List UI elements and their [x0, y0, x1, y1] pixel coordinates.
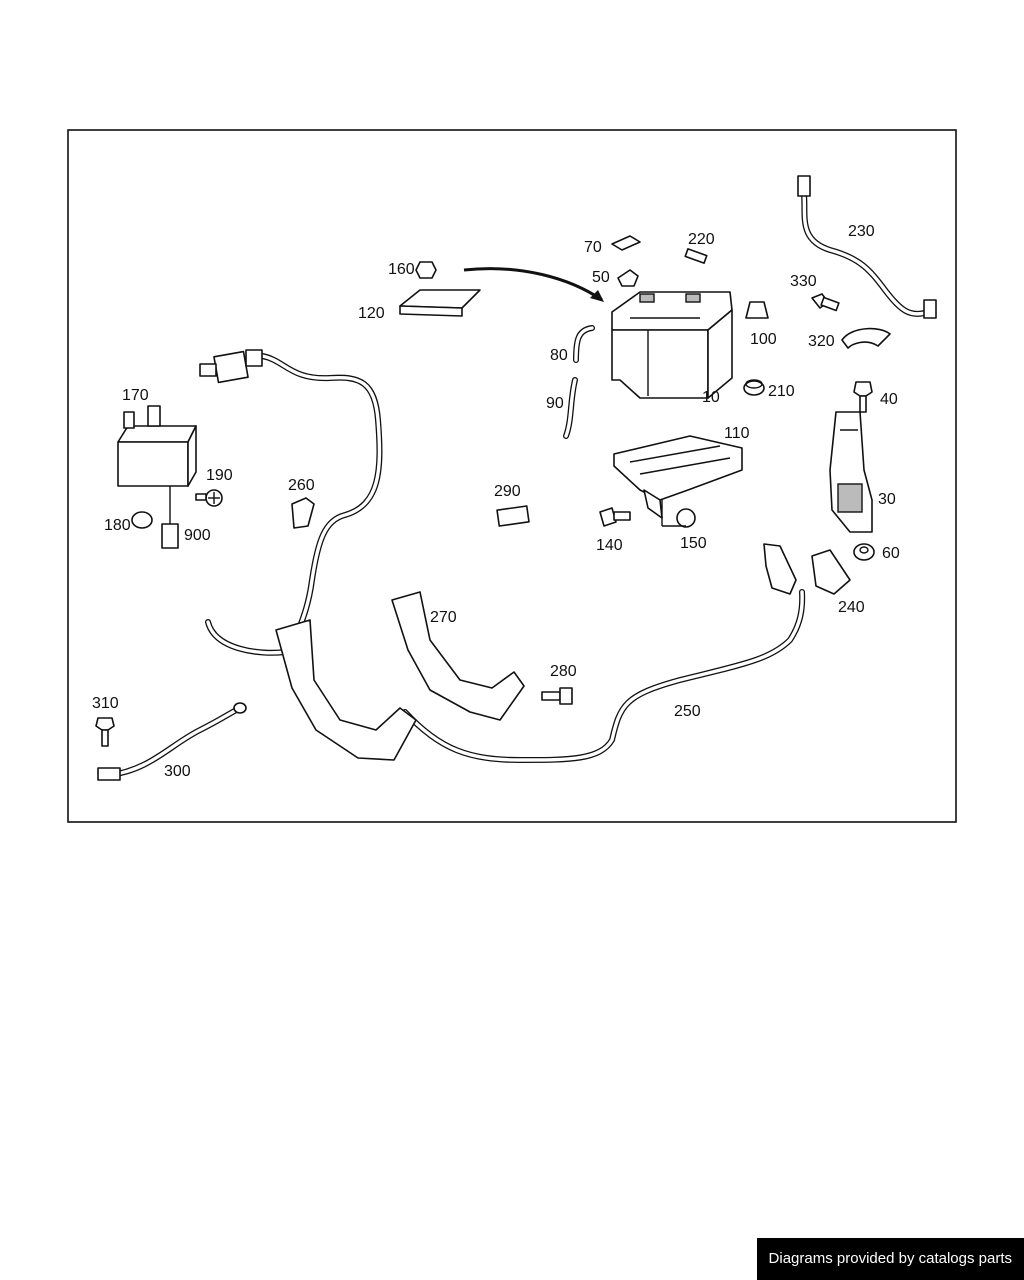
cable-harness — [107, 192, 931, 778]
clamp-320 — [841, 327, 891, 349]
bolt-280 — [541, 687, 573, 705]
nut-180 — [131, 511, 153, 529]
label-210: 210 — [768, 383, 795, 400]
bolt-330 — [811, 293, 840, 312]
label-330: 330 — [790, 273, 817, 290]
bolt-40 — [853, 381, 873, 413]
connector-900 — [161, 523, 179, 549]
label-270: 270 — [430, 609, 457, 626]
label-310: 310 — [92, 695, 119, 712]
label-40: 40 — [880, 391, 898, 408]
bolt-140 — [599, 507, 631, 527]
label-110: 110 — [724, 425, 750, 442]
harness-connector — [199, 349, 263, 384]
label-290: 290 — [494, 483, 521, 500]
label-60: 60 — [882, 545, 900, 562]
fuse-220 — [684, 248, 708, 264]
plate-70 — [611, 235, 641, 251]
label-260: 260 — [288, 477, 315, 494]
label-160: 160 — [388, 261, 415, 278]
cover-120 — [399, 289, 481, 317]
cable-300-ends — [97, 702, 247, 781]
label-250: 250 — [674, 703, 701, 720]
label-240: 240 — [838, 599, 865, 616]
label-220: 220 — [688, 231, 715, 248]
bolt-310 — [95, 717, 115, 747]
battery-10 — [611, 291, 733, 399]
label-280: 280 — [550, 663, 577, 680]
battery-tray-110 — [613, 435, 743, 519]
label-80: 80 — [550, 347, 568, 364]
label-50: 50 — [592, 269, 610, 286]
credit-footer: Diagrams provided by catalogs parts — [756, 1238, 1024, 1280]
nut-160 — [415, 261, 437, 279]
direction-arrow — [463, 267, 604, 302]
vent-elbow-80 — [573, 325, 595, 363]
label-10: 10 — [702, 389, 720, 406]
label-70: 70 — [584, 239, 602, 256]
label-300: 300 — [164, 763, 191, 780]
label-150: 150 — [680, 535, 707, 552]
cap-260 — [291, 497, 315, 529]
relay-170 — [117, 405, 197, 487]
sleeve-290 — [496, 505, 530, 527]
lead-230-ends — [797, 175, 937, 319]
label-320: 320 — [808, 333, 835, 350]
label-180: 180 — [104, 517, 131, 534]
plug-100 — [745, 301, 769, 319]
label-100: 100 — [750, 331, 777, 348]
washer-150 — [676, 508, 696, 528]
diagram-frame — [67, 129, 957, 823]
grommet-210 — [743, 379, 765, 396]
nut-60 — [853, 543, 875, 561]
vent-hose-90 — [563, 377, 578, 439]
part-labels: 10 30 40 50 60 70 80 90 100 110 120 140 … — [92, 223, 900, 780]
leader-lines — [169, 486, 686, 527]
label-170: 170 — [122, 387, 149, 404]
carrier-270 — [275, 591, 525, 761]
label-900: 900 — [184, 527, 211, 544]
label-140: 140 — [596, 537, 623, 554]
bracket-30 — [829, 411, 873, 533]
label-90: 90 — [546, 395, 564, 412]
label-190: 190 — [206, 467, 233, 484]
clip-50 — [617, 269, 639, 287]
label-120: 120 — [358, 305, 385, 322]
terminal-240 — [763, 543, 851, 595]
label-30: 30 — [878, 491, 896, 508]
screw-190 — [195, 489, 223, 507]
label-230: 230 — [848, 223, 875, 240]
